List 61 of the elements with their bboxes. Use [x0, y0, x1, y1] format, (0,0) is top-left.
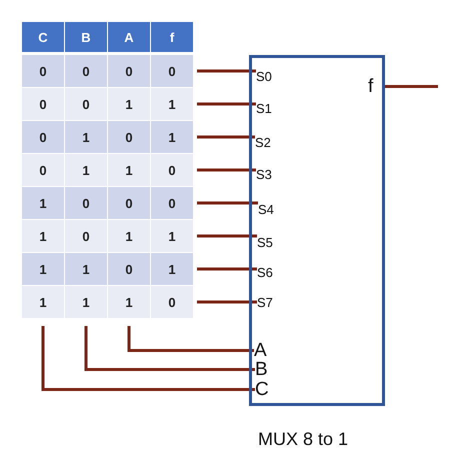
pin-label: S5 — [257, 236, 273, 249]
table-cell: 1 — [108, 154, 150, 186]
table-cell: 0 — [151, 55, 193, 87]
table-cell: 0 — [22, 55, 64, 87]
table-cell: 0 — [108, 55, 150, 87]
table-cell: 1 — [108, 286, 150, 318]
wire — [197, 234, 257, 238]
table-cell: 0 — [65, 187, 107, 219]
pin-label: S0 — [256, 70, 272, 83]
wire — [197, 268, 257, 270]
wire — [197, 136, 255, 138]
table-cell: 0 — [22, 121, 64, 153]
table-cell: 0 — [151, 187, 193, 219]
table-cell: 1 — [65, 286, 107, 318]
table-cell: 1 — [151, 253, 193, 285]
wire — [197, 202, 258, 204]
block-caption: MUX 8 to 1 — [258, 429, 348, 450]
column-header: A — [108, 22, 150, 52]
column-header: f — [151, 22, 193, 52]
pin-label: S6 — [257, 266, 273, 279]
table-cell: 1 — [151, 220, 193, 252]
table-cell: 1 — [22, 220, 64, 252]
pin-label: S7 — [257, 296, 273, 309]
table-cell: 1 — [22, 286, 64, 318]
wire — [128, 326, 254, 352]
pin-label: B — [255, 360, 268, 379]
table-cell: 0 — [108, 121, 150, 153]
table-cell: 0 — [151, 286, 193, 318]
pin-label: A — [254, 341, 267, 360]
table-cell: 0 — [108, 253, 150, 285]
wire — [197, 300, 257, 304]
column-header: C — [22, 22, 64, 52]
table-cell: 1 — [108, 88, 150, 120]
pin-label: S3 — [256, 168, 272, 181]
table-cell: 1 — [22, 187, 64, 219]
table-cell: 1 — [108, 220, 150, 252]
pin-label: S2 — [255, 136, 271, 149]
pin-label: S4 — [258, 203, 274, 216]
table-cell: 0 — [22, 154, 64, 186]
table-cell: 1 — [65, 253, 107, 285]
table-cell: 1 — [151, 88, 193, 120]
table-cell: 0 — [151, 154, 193, 186]
wire — [197, 70, 256, 72]
table-cell: 1 — [65, 121, 107, 153]
table-cell: 1 — [65, 154, 107, 186]
table-cell: 1 — [22, 253, 64, 285]
wire — [385, 85, 438, 88]
pin-label: C — [255, 380, 269, 399]
table-cell: 0 — [22, 88, 64, 120]
table-cell: 0 — [65, 88, 107, 120]
column-header: B — [65, 22, 107, 52]
wire — [197, 102, 256, 106]
table-cell: 0 — [108, 187, 150, 219]
wire — [42, 326, 255, 391]
wire — [197, 168, 256, 172]
pin-label: S1 — [256, 102, 272, 115]
wire — [84, 326, 255, 371]
table-cell: 1 — [151, 121, 193, 153]
table-cell: 0 — [65, 55, 107, 87]
pin-label: f — [368, 77, 374, 96]
table-cell: 0 — [65, 220, 107, 252]
